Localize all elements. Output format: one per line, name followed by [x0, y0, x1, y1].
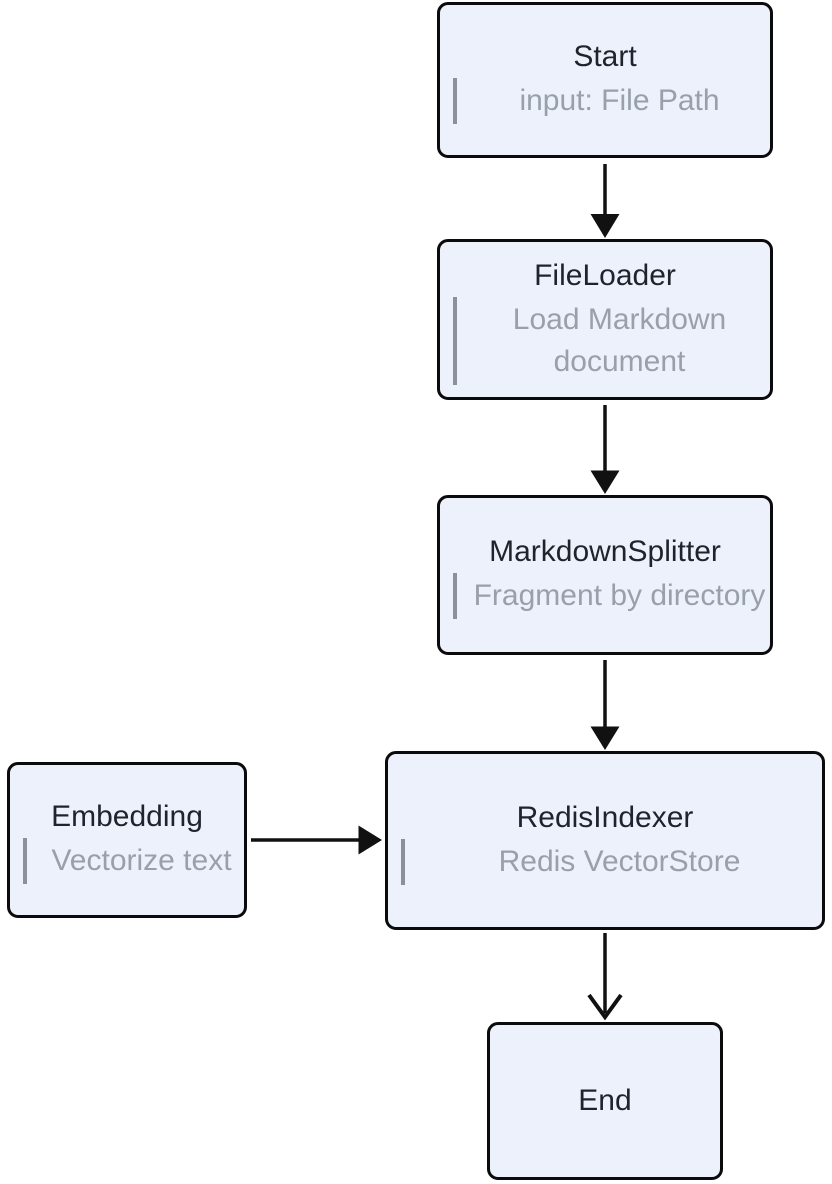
edge-start-fileloader [590, 164, 620, 238]
node-fileloader-subtitle: Load Markdown document [512, 302, 727, 378]
arrowhead-filled [358, 825, 382, 855]
node-markdownsplitter-subtitle: Fragment by directory [473, 579, 766, 612]
node-end-title: End [578, 1084, 632, 1117]
node-start: Start input: File Path [437, 2, 773, 158]
node-embedding-subtitle: Vectorize text [51, 844, 232, 877]
node-embedding-title: Embedding [51, 800, 203, 833]
node-markdownsplitter-quote: Fragment by directory [453, 573, 770, 619]
node-redisindexer-title: RedisIndexer [516, 800, 694, 834]
node-redisindexer-subtitle: Redis VectorStore [498, 844, 741, 878]
node-markdownsplitter: MarkdownSplitter Fragment by directory [437, 495, 773, 655]
edge-fileloader-markdownsplitter [590, 405, 620, 494]
node-fileloader: FileLoader Load Markdown document [437, 239, 773, 400]
edge-redisindexer-end [587, 933, 623, 1021]
arrowhead-filled [590, 214, 620, 238]
node-markdownsplitter-title: MarkdownSplitter [489, 535, 721, 568]
node-embedding-quote: Vectorize text [23, 838, 244, 884]
node-fileloader-quote: Load Markdown document [453, 296, 770, 385]
node-start-quote: input: File Path [453, 78, 770, 124]
node-redisindexer: RedisIndexer Redis VectorStore [385, 751, 825, 930]
edge-markdownsplitter-redisindexer [590, 660, 620, 750]
arrowhead-chevron [587, 993, 623, 1021]
node-end: End [487, 1022, 723, 1180]
node-start-title: Start [573, 40, 637, 73]
arrowhead-filled [590, 470, 620, 494]
node-embedding: Embedding Vectorize text [7, 762, 247, 918]
node-start-subtitle: input: File Path [519, 84, 720, 117]
node-fileloader-title: FileLoader [534, 258, 676, 292]
edge-embedding-redisindexer [251, 825, 382, 855]
arrowhead-filled [590, 726, 620, 750]
node-redisindexer-quote: Redis VectorStore [401, 838, 822, 885]
